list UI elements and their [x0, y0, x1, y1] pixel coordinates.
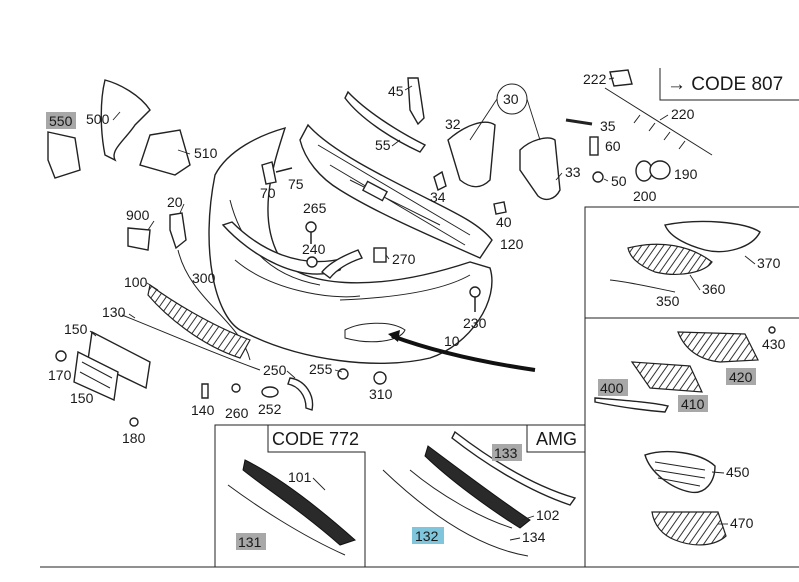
label-120: 120	[500, 236, 524, 252]
label-10: 10	[444, 333, 460, 349]
label-220: 220	[671, 106, 695, 122]
label-430: 430	[762, 336, 786, 352]
label-230: 230	[463, 315, 487, 331]
label-132: 132	[415, 528, 439, 544]
ducts-left[interactable]	[47, 79, 191, 179]
label-222: 222	[583, 71, 607, 87]
label-270: 270	[392, 251, 416, 267]
label-260: 260	[225, 405, 249, 421]
pad-270[interactable]	[373, 247, 387, 263]
label-350: 350	[656, 293, 680, 309]
rail-55[interactable]	[344, 90, 427, 153]
label-510: 510	[194, 145, 218, 161]
clips-255-310[interactable]	[337, 368, 387, 385]
label-420: 420	[729, 369, 753, 385]
fog-grilles-400-420[interactable]	[594, 326, 776, 413]
label-highlights	[46, 112, 756, 550]
label-150b: 150	[70, 390, 94, 406]
label-190: 190	[674, 166, 698, 182]
panel-title-code772: CODE 772	[272, 429, 359, 449]
label-60: 60	[605, 138, 621, 154]
label-300: 300	[192, 270, 216, 286]
label-450: 450	[726, 464, 750, 480]
screws-265-240[interactable]	[305, 221, 318, 268]
label-370: 370	[757, 255, 781, 271]
label-32: 32	[445, 116, 461, 132]
trim-250[interactable]	[287, 377, 314, 411]
callout-30	[469, 83, 541, 141]
label-550: 550	[49, 113, 73, 129]
label-265: 265	[303, 200, 327, 216]
panel-frames	[40, 68, 799, 568]
label-134: 134	[522, 529, 546, 545]
fog-trim-370[interactable]	[609, 220, 761, 293]
label-900: 900	[126, 207, 150, 223]
leader-lines	[89, 77, 756, 541]
label-45: 45	[388, 83, 404, 99]
label-500: 500	[86, 111, 110, 127]
clips-70-75[interactable]	[261, 161, 293, 185]
bumper-carrier[interactable]	[299, 123, 493, 259]
label-180: 180	[122, 430, 146, 446]
part-labels: 550 500 510 45 55 30 32 222 220 35 60 70…	[48, 71, 786, 550]
label-252: 252	[258, 401, 282, 417]
bumper-cover[interactable]	[208, 126, 493, 364]
label-55: 55	[375, 137, 391, 153]
small-parts-right[interactable]	[589, 136, 671, 183]
clip-40[interactable]	[493, 201, 507, 215]
label-240: 240	[302, 241, 326, 257]
brackets-30[interactable]	[447, 121, 561, 201]
label-101: 101	[288, 469, 312, 485]
clip-34[interactable]	[433, 170, 447, 191]
bracket-45[interactable]	[407, 77, 425, 126]
panel-title-code807: → CODE 807	[667, 74, 783, 95]
label-170: 170	[48, 367, 72, 383]
fasteners-lower[interactable]	[55, 350, 279, 427]
fog-grilles-450-470[interactable]	[644, 450, 727, 546]
panel-title-amg: AMG	[536, 429, 577, 449]
label-34: 34	[430, 189, 446, 205]
label-410: 410	[681, 396, 705, 412]
label-40: 40	[496, 214, 512, 230]
grille-code772[interactable]	[227, 459, 356, 556]
label-50: 50	[611, 173, 627, 189]
strip-35[interactable]	[565, 118, 593, 126]
screw-230[interactable]	[469, 286, 481, 312]
label-250: 250	[263, 362, 287, 378]
label-200: 200	[633, 188, 657, 204]
label-150a: 150	[64, 321, 88, 337]
arrow-part-10	[388, 330, 536, 372]
label-75: 75	[288, 176, 304, 192]
label-360: 360	[702, 281, 726, 297]
grille-amg[interactable]	[382, 430, 577, 557]
label-30: 30	[503, 91, 519, 107]
label-35: 35	[600, 118, 616, 134]
label-70: 70	[260, 185, 276, 201]
label-310: 310	[369, 386, 393, 402]
label-33: 33	[565, 164, 581, 180]
wire-harness-220[interactable]	[604, 69, 713, 156]
label-140: 140	[191, 402, 215, 418]
label-131: 131	[238, 534, 262, 550]
lower-grille-100[interactable]	[147, 283, 251, 359]
trim-strip-130[interactable]	[121, 314, 261, 371]
label-20: 20	[167, 194, 183, 210]
label-102: 102	[536, 507, 560, 523]
label-400: 400	[600, 380, 624, 396]
upper-grille-trim[interactable]	[221, 221, 363, 279]
label-470: 470	[730, 515, 754, 531]
label-133: 133	[494, 445, 518, 461]
label-130: 130	[102, 304, 126, 320]
bracket-20[interactable]	[127, 212, 187, 251]
label-100: 100	[124, 274, 148, 290]
label-255: 255	[309, 361, 333, 377]
license-plate-bracket[interactable]	[73, 330, 151, 402]
